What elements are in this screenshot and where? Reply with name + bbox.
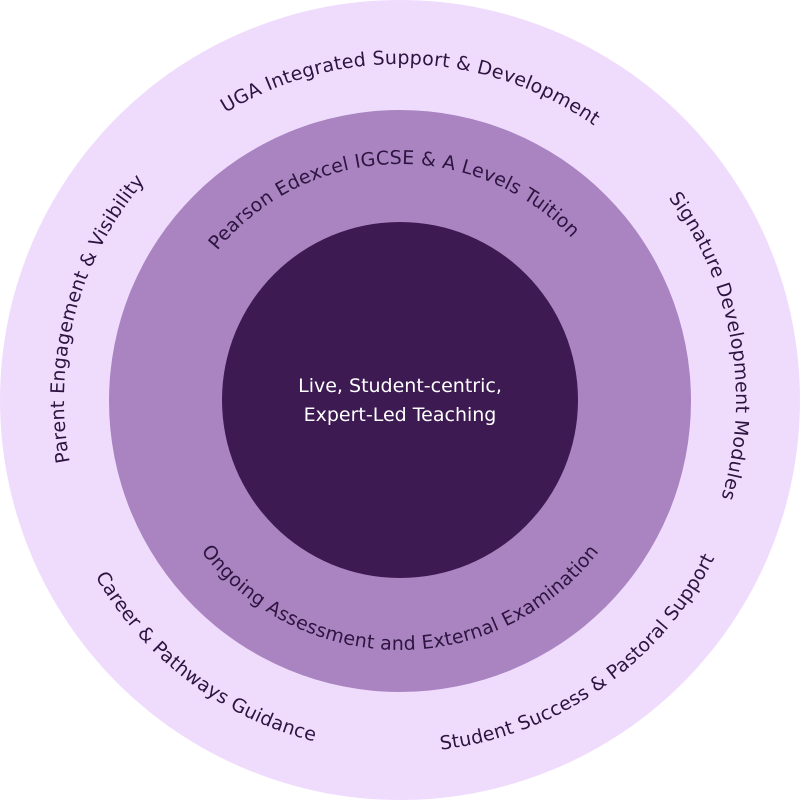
core-title-line-1: Live, Student-centric, [298, 375, 502, 397]
core-title-line-2: Expert-Led Teaching [304, 404, 497, 426]
inner-core [222, 222, 578, 578]
